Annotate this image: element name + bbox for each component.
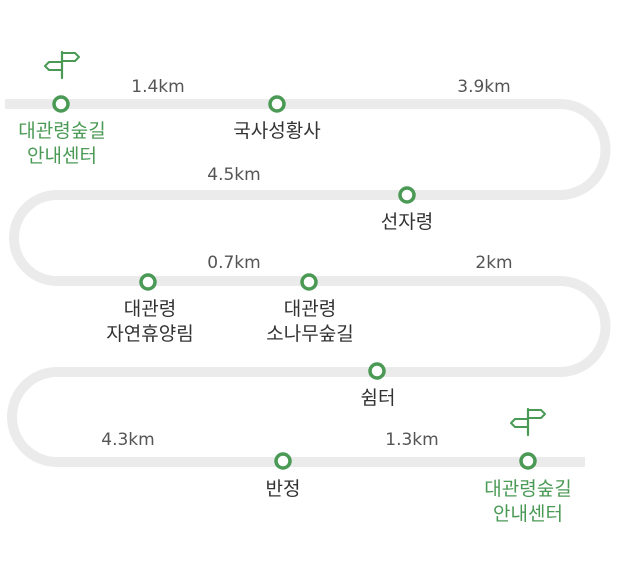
forest-label-line1: 대관령	[123, 298, 177, 320]
stop-marker-guksa	[268, 95, 286, 113]
stop-marker-start	[52, 95, 70, 113]
signpost-icon	[44, 50, 80, 80]
stop-label-pine: 대관령 소나무숲길	[266, 297, 353, 347]
start-label: 대관령숲길 안내센터	[18, 119, 105, 169]
stop-marker-seonja	[398, 186, 416, 204]
end-label-line1: 대관령숲길	[484, 478, 572, 500]
stop-marker-shelter	[368, 362, 386, 380]
stop-label-text: 쉼터	[360, 387, 396, 409]
stop-label-text: 국사성황사	[233, 120, 321, 142]
stop-label-text: 선자령	[380, 211, 434, 233]
stop-marker-banjeong	[274, 452, 292, 470]
stop-marker-end	[519, 452, 537, 470]
start-label-line2: 안내센터	[27, 145, 97, 167]
pine-label-line1: 대관령	[283, 298, 337, 320]
stop-label-seonja: 선자령	[381, 210, 433, 235]
stop-label-text: 반정	[265, 478, 301, 500]
end-label: 대관령숲길 안내센터	[484, 477, 571, 527]
end-label-line2: 안내센터	[493, 503, 563, 525]
distance-label: 0.7km	[207, 253, 261, 273]
stop-marker-forest	[139, 273, 157, 291]
stop-marker-pine	[300, 273, 318, 291]
signpost-icon	[510, 407, 546, 437]
forest-label-line2: 자연휴양림	[106, 323, 194, 345]
distance-label: 4.5km	[207, 165, 261, 185]
distance-label: 2km	[475, 253, 513, 273]
stop-label-forest: 대관령 자연휴양림	[106, 297, 193, 347]
distance-label: 3.9km	[457, 77, 511, 97]
stop-label-guksa: 국사성황사	[233, 119, 320, 144]
stop-label-banjeong: 반정	[266, 477, 301, 502]
stop-label-shelter: 쉼터	[361, 386, 396, 411]
distance-label: 1.3km	[385, 430, 439, 450]
pine-label-line2: 소나무숲길	[266, 323, 354, 345]
start-label-line1: 대관령숲길	[18, 120, 106, 142]
distance-label: 4.3km	[101, 430, 155, 450]
distance-label: 1.4km	[131, 77, 185, 97]
trail-path	[5, 99, 611, 467]
